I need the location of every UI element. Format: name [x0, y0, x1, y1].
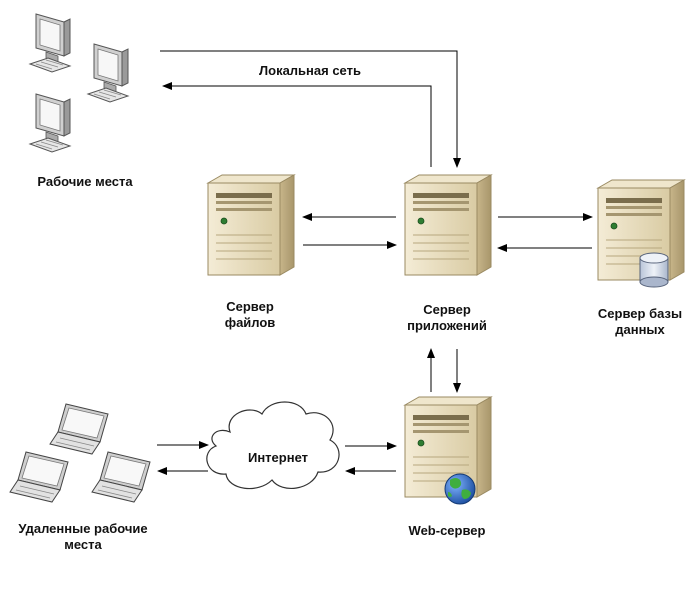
laptop-icon	[91, 451, 151, 503]
web-server-label: Web-сервер	[409, 523, 486, 538]
lan-label: Локальная сеть	[259, 63, 361, 78]
app-server-label-line1: Сервер	[423, 302, 471, 317]
internet-cloud-icon	[206, 401, 340, 490]
lan-arrow-to-server	[160, 50, 461, 168]
file-server-label-line2: файлов	[225, 315, 276, 330]
remote-label-line2: места	[64, 537, 102, 552]
db-server-icon	[597, 179, 685, 288]
laptop-icon	[49, 403, 109, 455]
workstations-group	[29, 13, 129, 153]
workstations-label: Рабочие места	[37, 174, 133, 189]
laptop-icon	[9, 451, 69, 503]
db-server-label-line1: Сервер базы	[598, 306, 682, 321]
file-server-label-line1: Сервер	[226, 299, 274, 314]
remote-workstations-group	[9, 403, 151, 503]
file-server-icon	[207, 174, 295, 276]
desktop-computer-icon	[29, 93, 71, 153]
app-server-icon	[404, 174, 492, 276]
internet-label: Интернет	[248, 450, 308, 465]
remote-label-line1: Удаленные рабочие	[18, 521, 147, 536]
database-cylinder-icon	[639, 252, 669, 288]
db-server-label-line2: данных	[615, 322, 665, 337]
app-server-label-line2: приложений	[407, 318, 487, 333]
web-server-icon	[404, 396, 492, 505]
desktop-computer-icon	[87, 43, 129, 103]
globe-icon	[444, 473, 476, 505]
lan-arrow-to-workstations	[162, 82, 432, 167]
desktop-computer-icon	[29, 13, 71, 73]
